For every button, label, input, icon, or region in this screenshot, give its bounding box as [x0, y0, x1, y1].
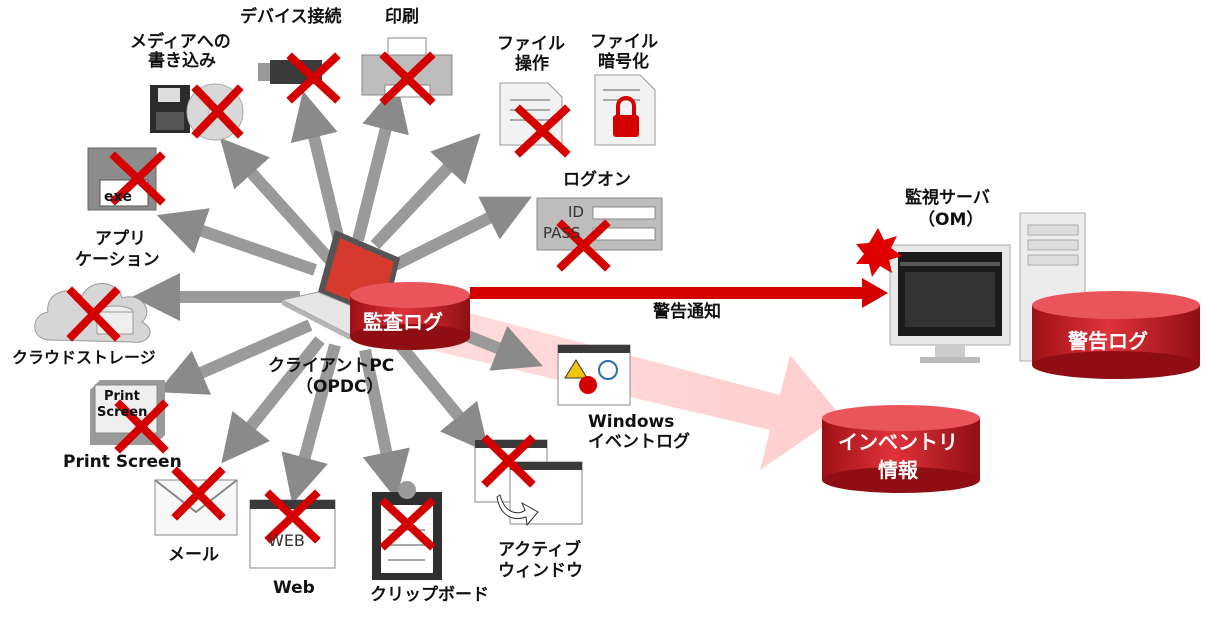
- web-label: Web: [273, 578, 315, 598]
- server-label-line2: （OM）: [918, 210, 984, 230]
- active-window-label-line2: ウィンドウ: [498, 561, 583, 581]
- file-enc-label-line1: ファイル: [590, 32, 658, 52]
- print-key-line2: Screen: [97, 405, 147, 420]
- alert-log-cylinder: [1032, 291, 1200, 379]
- windows-label-line1: Windows: [588, 412, 675, 432]
- cloud-label: クラウドストレージ: [12, 348, 156, 367]
- alert-burst-icon: [856, 228, 902, 277]
- mail-label: メール: [168, 545, 219, 565]
- x-mark-active: [481, 434, 536, 488]
- active-window-icon: [474, 439, 583, 527]
- file-enc-label-line2: 暗号化: [598, 52, 649, 72]
- x-mark-logon: [556, 219, 611, 272]
- audit-log-cylinder: [350, 282, 470, 350]
- x-mark-cloud: [66, 286, 121, 342]
- inventory-label-line1: インベントリ: [838, 430, 958, 454]
- clipboard-label: クリップボード: [370, 585, 489, 605]
- audit-log-label: 監査ログ: [363, 310, 443, 334]
- web-window-text: WEB: [268, 531, 305, 550]
- inventory-cylinder: [822, 405, 980, 493]
- x-mark-media: [191, 84, 244, 139]
- print-key-line1: Print: [104, 389, 140, 404]
- device-label: デバイス接続: [240, 7, 342, 27]
- x-mark-file: [514, 104, 571, 158]
- x-mark-clipboard: [379, 497, 436, 551]
- client-label-line2: （OPDC）: [296, 377, 384, 397]
- app-label-line1: アプリ: [95, 229, 146, 249]
- logon-label: ログオン: [563, 170, 631, 190]
- radiating-arrows: [132, 82, 543, 504]
- printer-icon: [361, 37, 453, 98]
- windows-label-line2: イベントログ: [588, 432, 690, 452]
- server-label-line1: 監視サーバ: [905, 188, 990, 208]
- alert-notice-label: 警告通知: [653, 302, 721, 322]
- exe-label: exe: [104, 189, 132, 205]
- alert-log-label: 警告ログ: [1068, 329, 1148, 353]
- media-label-line2: 書き込み: [148, 51, 216, 71]
- x-mark-printscreen: [114, 399, 169, 454]
- alert-arrow: [470, 278, 888, 308]
- x-mark-web: [264, 489, 321, 544]
- media-label-line1: メディアへの: [130, 32, 231, 52]
- logon-dialog-icon: [536, 197, 663, 251]
- inventory-label-line2: 情報: [878, 458, 918, 482]
- print-label: 印刷: [385, 7, 419, 27]
- client-label-line1: クライアントPC: [268, 356, 395, 376]
- x-mark-app: [109, 151, 166, 206]
- file-op-label-line2: 操作: [515, 54, 549, 74]
- x-mark-print: [379, 51, 436, 106]
- file-op-label-line1: ファイル: [497, 34, 565, 54]
- x-mark-device: [286, 52, 341, 104]
- clipboard-icon: [372, 481, 442, 580]
- active-window-label-line1: アクティブ: [498, 540, 582, 560]
- event-log-window-icon: [557, 344, 631, 406]
- blocked-x-marks: [66, 51, 611, 551]
- encrypted-file-icon: [594, 74, 656, 146]
- pass-label: PASS: [543, 224, 580, 242]
- x-mark-mail: [171, 466, 226, 521]
- printscreen-label: Print Screen: [63, 452, 182, 472]
- id-label: ID: [568, 203, 584, 221]
- app-label-line2: ケーション: [75, 250, 160, 270]
